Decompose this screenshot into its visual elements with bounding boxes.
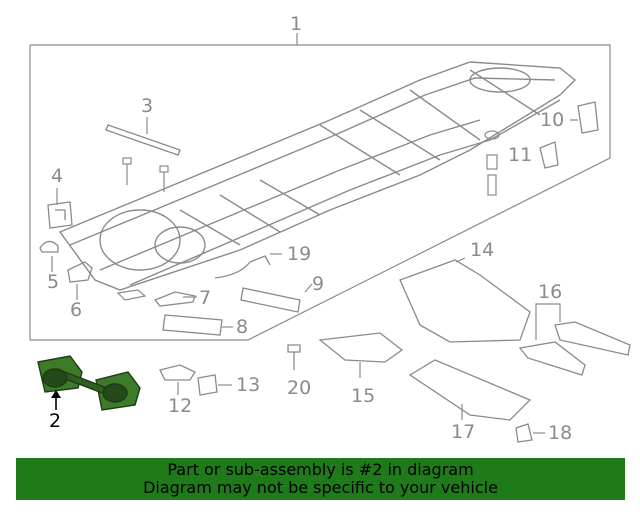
part-5-clip [39,240,59,253]
part-12-bracket [159,364,196,381]
callout-9: 9 [312,273,325,295]
part-10-mount [577,101,599,134]
part-18-clip [515,423,533,443]
callout-20: 20 [287,377,312,399]
part-19-bracket [214,255,271,279]
callout-12: 12 [168,395,193,417]
callout-19: 19 [287,243,312,265]
part-20-bolt [287,344,301,370]
part-14-skid-plate [399,259,531,343]
callout-7: 7 [199,287,212,309]
part-2-crossmember-highlight [37,355,141,411]
callout-8: 8 [236,316,249,338]
part-15-shield [318,332,404,363]
callout-3: 3 [141,95,154,117]
callout-4: 4 [51,165,64,187]
frame-rails [58,61,577,291]
callout-13: 13 [236,374,261,396]
part-7-bracket [153,291,196,307]
bolts [122,130,500,196]
part-17-shield [408,359,532,421]
callout-16: 16 [538,281,563,303]
part-8-plate [162,314,223,336]
callout-5: 5 [47,271,60,293]
callout-14: 14 [470,239,495,261]
part-9-crossmember [240,287,301,313]
part-16-shield-a [518,341,586,376]
callout-6: 6 [70,299,83,321]
part-6-mount [67,261,93,283]
part-4-bracket [47,201,73,229]
callout-11: 11 [508,144,533,166]
callout-18: 18 [548,422,573,444]
frame-assembly-box [29,44,611,341]
callout-10: 10 [540,109,565,131]
callout-2: 2 [49,410,62,432]
part-11-bracket [539,141,559,169]
callout-15: 15 [351,385,376,407]
callout-17: 17 [451,421,476,443]
banner-line-1: Part or sub-assembly is #2 in diagram [167,460,474,479]
callout-1: 1 [290,13,303,35]
part-3-bracket [105,124,181,156]
part-13-plate [197,374,218,396]
banner-line-2: Diagram may not be specific to your vehi… [143,478,498,497]
part-16-shield-b [554,321,631,356]
info-banner: Part or sub-assembly is #2 in diagram Di… [16,458,625,500]
